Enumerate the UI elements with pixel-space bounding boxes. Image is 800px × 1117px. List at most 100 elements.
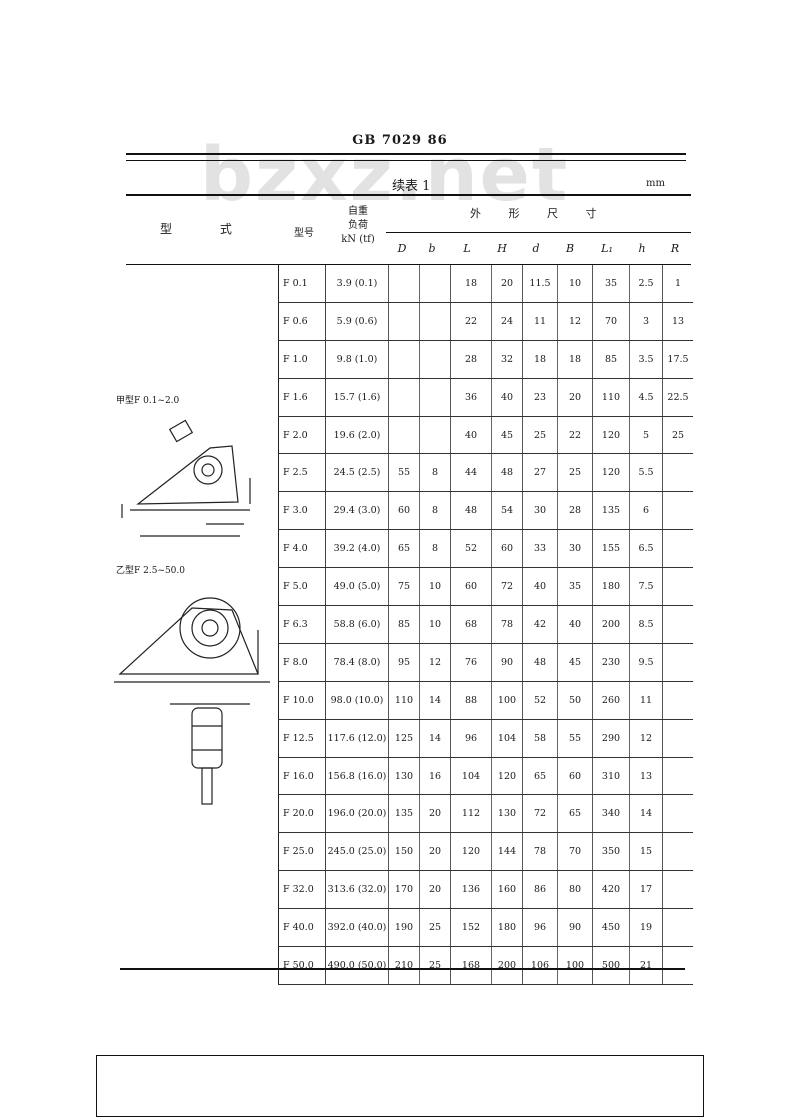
table-cell: 23 bbox=[522, 378, 558, 417]
table-cell: 8 bbox=[419, 453, 451, 493]
table-cell: 12 bbox=[629, 719, 663, 758]
table-cell: 40 bbox=[557, 605, 593, 644]
unit-label: mm bbox=[646, 178, 665, 189]
bracket-drawing-type-b bbox=[114, 597, 270, 805]
col-R: R bbox=[670, 242, 680, 255]
table-cell: 120 bbox=[592, 416, 630, 455]
table-cell: 25 bbox=[419, 946, 451, 985]
table-cell bbox=[662, 832, 693, 872]
table-cell: 90 bbox=[491, 643, 523, 682]
table-cell: 117.6 (12.0) bbox=[325, 719, 389, 758]
table-cell: 3 bbox=[629, 302, 663, 341]
table-cell bbox=[419, 378, 451, 417]
table-cell: F 6.3 bbox=[278, 605, 326, 644]
table-cell: 155 bbox=[592, 529, 630, 569]
col-H: H bbox=[497, 242, 507, 255]
table-cell: 392.0 (40.0) bbox=[325, 908, 389, 948]
table-cell: 45 bbox=[557, 643, 593, 682]
table-cell: F 3.0 bbox=[278, 491, 326, 531]
table-cell: 420 bbox=[592, 870, 630, 910]
table-cell: F 12.5 bbox=[278, 719, 326, 758]
table-cell: 13 bbox=[629, 757, 663, 796]
table-cell: 48 bbox=[522, 643, 558, 682]
table-cell: 104 bbox=[491, 719, 523, 758]
table-cell: 11.5 bbox=[522, 265, 558, 303]
table-cell: 11 bbox=[522, 302, 558, 341]
table-cell: F 2.5 bbox=[278, 453, 326, 493]
table-cell: 58 bbox=[522, 719, 558, 758]
table-cell: 98.0 (10.0) bbox=[325, 681, 389, 720]
table-cell: 150 bbox=[388, 832, 420, 872]
table-cell: 96 bbox=[450, 719, 492, 758]
table-cell: 86 bbox=[522, 870, 558, 910]
table-cell: F 8.0 bbox=[278, 643, 326, 682]
table-cell bbox=[662, 681, 693, 720]
dimensions-header: 外 形 尺 寸 bbox=[470, 207, 609, 220]
table-cell: F 32.0 bbox=[278, 870, 326, 910]
table-cell: 135 bbox=[388, 794, 420, 834]
table-cell: 110 bbox=[388, 681, 420, 720]
table-cell: 120 bbox=[491, 757, 523, 796]
table-cell: 20 bbox=[491, 265, 523, 303]
table-cell: 35 bbox=[557, 567, 593, 607]
table-cell: 136 bbox=[450, 870, 492, 910]
table-cell: 3.5 bbox=[629, 340, 663, 379]
table-cell bbox=[662, 794, 693, 834]
table-cell: 78 bbox=[491, 605, 523, 644]
table-cell: 13 bbox=[662, 302, 693, 341]
table-cell: 340 bbox=[592, 794, 630, 834]
table-cell: 48 bbox=[450, 491, 492, 531]
table-cell: 313.6 (32.0) bbox=[325, 870, 389, 910]
table-cell: 35 bbox=[592, 265, 630, 303]
footer-frame bbox=[96, 1055, 704, 1117]
table-cell: 85 bbox=[388, 605, 420, 644]
header-rule bbox=[126, 194, 691, 196]
table-cell bbox=[419, 265, 451, 303]
table-cell: 25 bbox=[522, 416, 558, 455]
table-cell: 24 bbox=[491, 302, 523, 341]
figure-label-type-b: 乙型F 2.5~50.0 bbox=[116, 566, 185, 576]
table-cell bbox=[388, 265, 420, 303]
table-cell: 9.8 (1.0) bbox=[325, 340, 389, 379]
table-cell: 110 bbox=[592, 378, 630, 417]
table-cell: 44 bbox=[450, 453, 492, 493]
table-cell: 28 bbox=[557, 491, 593, 531]
table-cell: 55 bbox=[557, 719, 593, 758]
table-cell: 1 bbox=[662, 265, 693, 303]
load-column-header: 自重 负荷 kN (tf) bbox=[341, 206, 375, 245]
table-cell: 8.5 bbox=[629, 605, 663, 644]
table-cell: F 16.0 bbox=[278, 757, 326, 796]
table-cell: 40 bbox=[450, 416, 492, 455]
figure-label-type-a: 甲型F 0.1~2.0 bbox=[116, 396, 180, 406]
table-cell: 39.2 (4.0) bbox=[325, 529, 389, 569]
table-cell: 9.5 bbox=[629, 643, 663, 682]
table-cell: 49.0 (5.0) bbox=[325, 567, 389, 607]
table-cell: 40 bbox=[491, 378, 523, 417]
table-cell: 32 bbox=[491, 340, 523, 379]
table-cell: 30 bbox=[557, 529, 593, 569]
table-cell: 60 bbox=[491, 529, 523, 569]
table-cell: 52 bbox=[450, 529, 492, 569]
table-cell: 12 bbox=[557, 302, 593, 341]
table-cell: 112 bbox=[450, 794, 492, 834]
table-cell: 8 bbox=[419, 491, 451, 531]
table-cell bbox=[662, 567, 693, 607]
table-cell: 100 bbox=[491, 681, 523, 720]
table-cell: 200 bbox=[491, 946, 523, 985]
table-cell: 10 bbox=[557, 265, 593, 303]
table-cell: 135 bbox=[592, 491, 630, 531]
table-cell: 6.5 bbox=[629, 529, 663, 569]
table-cell: 52 bbox=[522, 681, 558, 720]
table-cell: 15.7 (1.6) bbox=[325, 378, 389, 417]
table-cell: 190 bbox=[388, 908, 420, 948]
table-cell: 18 bbox=[557, 340, 593, 379]
table-cell: 75 bbox=[388, 567, 420, 607]
table-cell: 78 bbox=[522, 832, 558, 872]
table-cell: 19 bbox=[629, 908, 663, 948]
